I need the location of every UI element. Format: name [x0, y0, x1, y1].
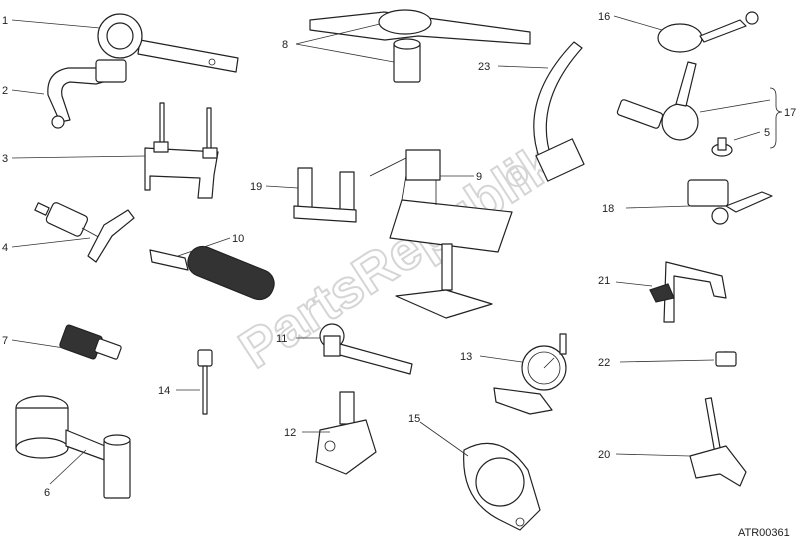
callout-19: 19 [250, 181, 262, 193]
part-11-spanner-socket [319, 323, 413, 375]
leader-3 [11, 155, 146, 159]
callout-6: 6 [44, 487, 50, 499]
callout-12: 12 [284, 427, 296, 439]
leader-2 [11, 89, 45, 95]
callout-7: 7 [2, 335, 8, 347]
part-23-curved-arm [533, 41, 585, 182]
callout-22: 22 [598, 357, 610, 369]
callout-2: 2 [2, 85, 8, 97]
part-12-block-tool [315, 391, 377, 475]
leader-20 [615, 453, 691, 457]
leader-16 [613, 15, 663, 31]
reference-code: ATR00361 [738, 527, 790, 539]
part-20-bar-clamp [689, 397, 747, 487]
callout-10: 10 [232, 233, 244, 245]
leader-1 [11, 19, 101, 29]
callout-8: 8 [282, 39, 288, 51]
callout-1: 1 [2, 15, 8, 27]
leader-8b [295, 43, 395, 63]
part-18-clamp-assembly [687, 179, 773, 225]
callout-5: 5 [764, 127, 770, 139]
leader-21 [615, 281, 653, 287]
part-2-bent-rod [47, 59, 127, 129]
callout-20: 20 [598, 449, 610, 461]
part-13-dial-gauge [493, 333, 567, 415]
part-21-bracket-plate [649, 261, 727, 323]
part-15-toothed-ring [463, 442, 541, 531]
leader-13 [479, 355, 523, 363]
part-17-lever-gauge [616, 61, 699, 141]
leader-8a [295, 23, 381, 45]
callout-17: 17 [784, 107, 796, 119]
part-5-small-gear [711, 137, 733, 157]
part-10-handle-driver [149, 245, 275, 301]
part-14-pin [197, 349, 213, 415]
part-9-engine-stand [369, 149, 513, 319]
callout-18: 18 [602, 203, 614, 215]
part-19-plate-frame [293, 167, 357, 223]
callout-23: 23 [478, 61, 490, 73]
leader-19 [265, 185, 299, 189]
callout-16: 16 [598, 11, 610, 23]
callout-11: 11 [276, 333, 287, 345]
leader-17 [699, 99, 771, 113]
leader-10 [177, 237, 231, 257]
callout-13: 13 [460, 351, 472, 363]
leader-5 [733, 131, 761, 141]
leader-6 [49, 449, 87, 485]
leader-23 [497, 65, 549, 69]
leader-15 [419, 421, 469, 457]
part-1-ring-spanner [97, 13, 239, 73]
callout-21: 21 [598, 275, 610, 287]
part-8-pin-spanner [309, 9, 531, 83]
callout-15: 15 [408, 413, 420, 425]
part-4-t-handle-puller [34, 202, 135, 263]
callout-3: 3 [2, 153, 8, 165]
part-7-knurled-pin [59, 324, 122, 360]
gear-watermark-icon [506, 165, 528, 187]
leader-7 [11, 339, 65, 349]
bracket-17 [769, 87, 783, 149]
leader-4 [11, 237, 91, 248]
callout-4: 4 [2, 242, 8, 254]
part-16-strap-wrench [657, 11, 759, 53]
callout-14: 14 [158, 385, 170, 397]
part-6-socket-arm [15, 395, 131, 499]
callout-9: 9 [476, 171, 482, 183]
leader-22 [619, 359, 715, 363]
leader-18 [625, 205, 691, 209]
part-3-stud-bracket [144, 102, 219, 199]
part-22-nut [715, 351, 737, 367]
